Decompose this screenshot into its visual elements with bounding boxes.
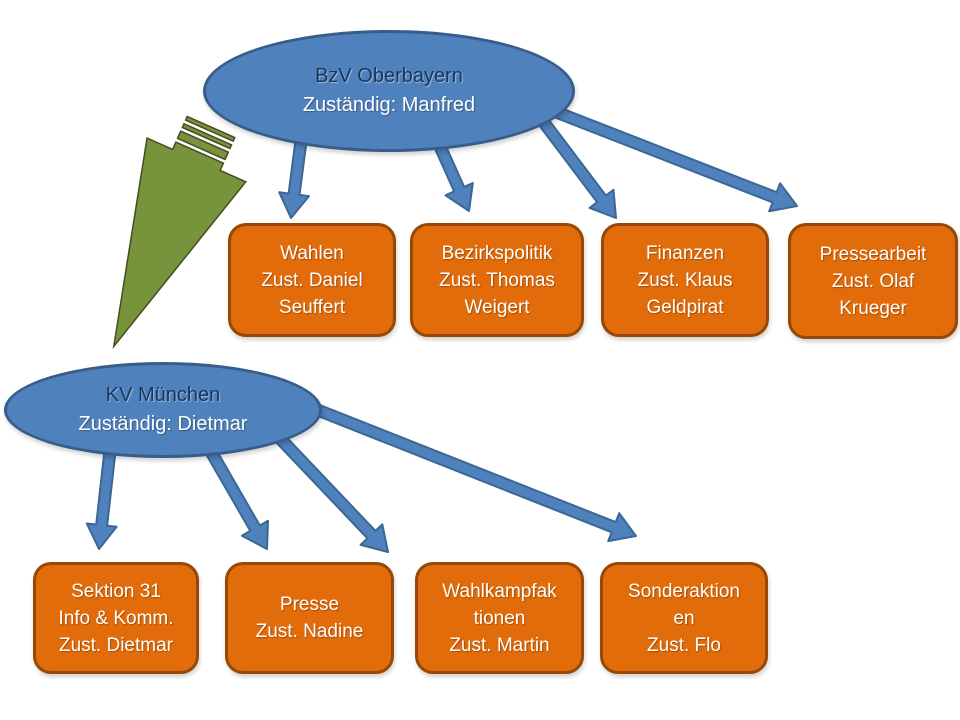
dept-text: Pressearbeit Zust. Olaf Krueger <box>819 243 927 319</box>
dept-box-pressearbeit: Pressearbeit Zust. Olaf Krueger <box>788 223 958 339</box>
dept-box-wahlen: Wahlen Zust. Daniel Seuffert <box>228 223 396 337</box>
connector-arrow <box>432 138 474 212</box>
dept-box-wahlkampfaktionen: Wahlkampfak tionen Zust. Martin <box>415 562 584 674</box>
green-arrow-stripe <box>184 115 236 143</box>
node-title: BzV Oberbayern <box>315 65 463 87</box>
connector-arrow <box>553 105 798 213</box>
dept-text: Finanzen Zust. Klaus Geldpirat <box>637 242 733 318</box>
dept-text: Wahlkampfak tionen Zust. Martin <box>442 580 557 656</box>
dept-box-bezirkspolitik: Bezirkspolitik Zust. Thomas Weigert <box>410 223 584 337</box>
connector-arrow <box>278 139 310 219</box>
dept-box-sektion-31: Sektion 31 Info & Komm. Zust. Dietmar <box>33 562 199 674</box>
dept-text: Sektion 31 Info & Komm. Zust. Dietmar <box>58 580 174 656</box>
node-kv-muenchen: KV München Zuständig: Dietmar <box>4 362 322 458</box>
green-promotion-arrow <box>112 115 247 350</box>
node-subtitle: Zuständig: Dietmar <box>78 413 248 435</box>
connector-arrow <box>536 115 617 219</box>
connector-arrow <box>85 449 118 550</box>
dept-text: Bezirkspolitik Zust. Thomas Weigert <box>439 242 555 318</box>
green-arrow-stripe <box>181 122 233 150</box>
connector-arrow <box>204 446 269 550</box>
dept-box-presse: Presse Zust. Nadine <box>225 562 394 674</box>
connector-arrow <box>302 398 637 543</box>
connector-arrows <box>85 105 798 553</box>
green-arrow-body <box>112 136 247 350</box>
connector-arrow <box>267 425 389 553</box>
green-arrow-stripe <box>176 130 230 161</box>
dept-text: Wahlen Zust. Daniel Seuffert <box>261 242 363 318</box>
dept-box-finanzen: Finanzen Zust. Klaus Geldpirat <box>601 223 769 337</box>
node-title: KV München <box>105 384 221 406</box>
dept-box-sonderaktionen: Sonderaktion en Zust. Flo <box>600 562 768 674</box>
node-bzv-oberbayern: BzV Oberbayern Zuständig: Manfred <box>203 30 575 152</box>
node-subtitle: Zuständig: Manfred <box>302 94 476 116</box>
dept-text: Presse Zust. Nadine <box>255 594 364 642</box>
dept-text: Sonderaktion en Zust. Flo <box>628 580 740 656</box>
